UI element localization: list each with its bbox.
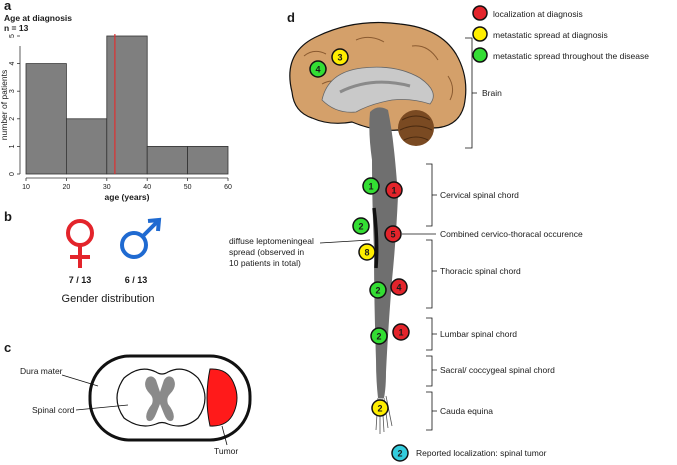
histogram-bar bbox=[146, 145, 188, 175]
diffuse-leader bbox=[319, 239, 371, 244]
region-brain: Brain bbox=[482, 88, 502, 98]
marker-combined-green: 2 bbox=[352, 217, 370, 235]
spinal-cross-section bbox=[88, 354, 252, 442]
spinal-cord bbox=[369, 107, 398, 434]
sacral-bracket bbox=[426, 355, 437, 387]
marker-lumbar-red: 1 bbox=[392, 323, 410, 341]
grey-matter bbox=[145, 376, 175, 422]
histogram: 10 20 30 40 50 60 0 1 2 3 4 5 bbox=[9, 34, 232, 191]
x-axis-label: age (years) bbox=[105, 192, 150, 202]
x-tick-label: 40 bbox=[143, 184, 151, 191]
marker-diffuse-yellow: 8 bbox=[358, 243, 376, 261]
region-cervical: Cervical spinal chord bbox=[440, 190, 519, 200]
diffuse-label-line-1: diffuse leptomeningeal bbox=[229, 236, 314, 246]
dura-mater-label: Dura mater bbox=[20, 366, 63, 376]
marker-cervical-red: 1 bbox=[385, 181, 403, 199]
tumor-label: Tumor bbox=[214, 446, 238, 456]
marker-brain-green: 4 bbox=[309, 60, 327, 78]
cervical-bracket bbox=[426, 163, 437, 227]
y-tick-label: 2 bbox=[9, 117, 16, 121]
histogram-bar bbox=[187, 145, 229, 175]
legend-green-icon bbox=[472, 47, 488, 63]
marker-value: 2 bbox=[358, 222, 363, 232]
gender-caption: Gender distribution bbox=[62, 293, 155, 305]
tumor-leader bbox=[221, 425, 228, 446]
cerebellum bbox=[398, 110, 434, 146]
marker-thoracic-red: 4 bbox=[390, 278, 408, 296]
marker-value: 4 bbox=[396, 283, 401, 293]
y-tick-label: 4 bbox=[9, 62, 16, 66]
marker-combined-red: 5 bbox=[384, 225, 402, 243]
marker-cauda-yellow: 2 bbox=[371, 399, 389, 417]
tumor-shape bbox=[206, 368, 238, 427]
marker-value: 1 bbox=[368, 182, 373, 192]
marker-value: 5 bbox=[390, 230, 395, 240]
y-tick-label: 1 bbox=[9, 144, 16, 148]
marker-thoracic-green: 2 bbox=[369, 281, 387, 299]
brain bbox=[289, 21, 467, 134]
male-count: 6 / 13 bbox=[125, 275, 148, 285]
diffuse-label-line-2: spread (observed in bbox=[229, 247, 304, 257]
panel-letter-c: c bbox=[4, 340, 11, 355]
marker-value: 2 bbox=[376, 332, 381, 342]
marker-value: 8 bbox=[364, 248, 369, 258]
cord-leader bbox=[75, 404, 129, 411]
legend-item-metastatic-throughout: metastatic spread throughout the disease bbox=[493, 51, 649, 61]
marker-value: 1 bbox=[391, 186, 396, 196]
y-tick-label: 5 bbox=[9, 34, 16, 38]
histogram-bar bbox=[25, 63, 67, 175]
footer-label: Reported localization: spinal tumor bbox=[416, 448, 547, 458]
legend-yellow-icon bbox=[472, 26, 488, 42]
marker-lumbar-green: 2 bbox=[370, 327, 388, 345]
marker-value: 1 bbox=[398, 328, 403, 338]
female-count: 7 / 13 bbox=[69, 275, 92, 285]
histogram-bar bbox=[66, 118, 108, 175]
region-lumbar: Lumbar spinal chord bbox=[440, 329, 517, 339]
region-combined: Combined cervico-thoracal occurence bbox=[440, 229, 583, 239]
spinal-cord-label: Spinal cord bbox=[32, 405, 75, 415]
marker-value: 4 bbox=[315, 65, 320, 75]
y-tick-label: 0 bbox=[9, 172, 16, 176]
x-tick-label: 50 bbox=[184, 184, 192, 191]
cauda-bracket bbox=[426, 391, 437, 431]
x-tick-label: 60 bbox=[224, 184, 232, 191]
brain-bracket bbox=[465, 37, 477, 149]
panel-letter-a: a bbox=[4, 0, 12, 13]
x-tick-label: 30 bbox=[103, 184, 111, 191]
marker-value: 2 bbox=[375, 286, 380, 296]
lumbar-bracket bbox=[426, 317, 437, 351]
male-symbol-icon bbox=[120, 217, 162, 259]
female-symbol-icon bbox=[66, 219, 94, 268]
panel-letter-b: b bbox=[4, 209, 12, 224]
legend-item-metastatic-diagnosis: metastatic spread at diagnosis bbox=[493, 30, 608, 40]
y-tick-label: 3 bbox=[9, 89, 16, 93]
region-sacral: Sacral/ coccygeal spinal chord bbox=[440, 365, 555, 375]
region-cauda: Cauda equina bbox=[440, 406, 493, 416]
region-thoracic: Thoracic spinal chord bbox=[440, 266, 521, 276]
x-tick-label: 10 bbox=[22, 184, 30, 191]
histogram-bar bbox=[106, 35, 148, 175]
legend-red-icon bbox=[472, 5, 488, 21]
marker-value: 2 bbox=[377, 404, 382, 414]
marker-value: 3 bbox=[337, 53, 342, 63]
dura-leader bbox=[61, 374, 99, 387]
marker-cervical-green: 1 bbox=[362, 177, 380, 195]
marker-brain-yellow: 3 bbox=[331, 48, 349, 66]
chart-subtitle: n = 13 bbox=[4, 23, 29, 33]
x-tick-label: 20 bbox=[63, 184, 71, 191]
y-axis-label: number of patients bbox=[0, 70, 9, 140]
chart-title: Age at diagnosis bbox=[4, 13, 72, 23]
footer-cyan-marker: 2 bbox=[391, 444, 409, 462]
thoracic-bracket bbox=[426, 239, 437, 309]
legend-item-localization: localization at diagnosis bbox=[493, 9, 583, 19]
footer-marker-value: 2 bbox=[397, 449, 402, 459]
panel-letter-d: d bbox=[287, 10, 295, 25]
diffuse-label-line-3: 10 patients in total) bbox=[229, 258, 301, 268]
